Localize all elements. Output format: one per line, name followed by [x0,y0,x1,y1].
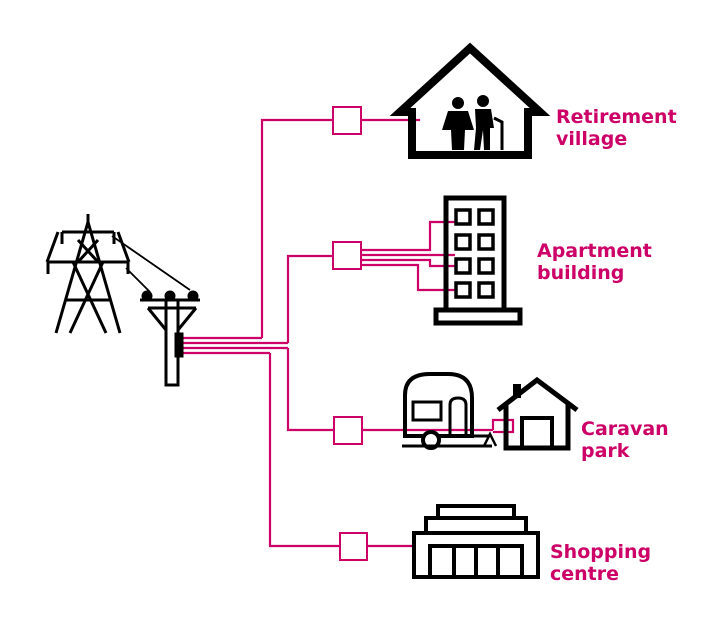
label-retirement-village: Retirement village [556,106,677,150]
wire-caravan-house [491,418,515,434]
distribution-wires [176,118,515,548]
wire-apartment-unit-4 [360,263,455,292]
power-pole-icon [140,290,200,387]
wire-apartment-unit-3 [360,258,455,268]
apartment-building-icon [433,195,523,326]
label-caravan-park: Caravan park [581,418,669,462]
meter-apartment [332,241,362,270]
meter-caravan [333,416,363,445]
wire-apartment [286,254,333,343]
retirement-house-icon [389,42,551,159]
caravan-and-house-icon [402,372,579,451]
label-shopping-centre: Shopping centre [550,541,652,585]
transmission-tower-icon [45,214,191,334]
meter-retirement [332,106,362,135]
meters [332,106,368,561]
label-apartment-building: Apartment building [537,240,652,284]
wire-caravan [286,348,333,432]
wire-shopping [268,353,340,548]
wire-apartment-unit-1 [360,220,455,252]
shopping-centre-icon [412,504,540,579]
wire-retirement [260,118,333,338]
meter-shopping [339,532,368,561]
